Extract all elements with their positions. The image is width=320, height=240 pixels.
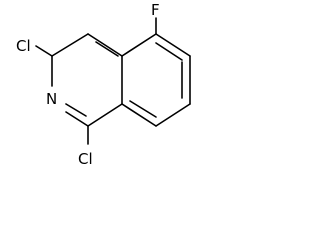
- bond-c8-c8a: [121, 103, 157, 127]
- bond-c1-n: [65, 111, 89, 127]
- bond-c5-c6: [155, 33, 191, 57]
- bond-c4-c4a: [87, 33, 123, 57]
- bond-c4-c4a-inner: [95, 41, 119, 57]
- bond-c7-c8: [155, 103, 191, 127]
- bond-c1-n-inner: [65, 103, 87, 117]
- fluorine-label: F: [151, 1, 160, 19]
- bond-c4a-c5: [121, 33, 157, 57]
- bond-c5-c6-inner: [155, 42, 183, 61]
- bond-c8a-c1: [87, 103, 123, 127]
- chlorine-top-label: Cl: [16, 37, 31, 55]
- nitrogen-label: N: [46, 90, 57, 108]
- bond-c8-c8a-inner: [129, 100, 157, 118]
- molecule-structure: F Cl N Cl: [16, 1, 191, 168]
- bond-c3-c4: [51, 33, 89, 57]
- structure-canvas: F Cl N Cl: [0, 0, 192, 178]
- chlorine-bottom-label: Cl: [78, 150, 93, 168]
- bond-c3-cl: [35, 45, 53, 57]
